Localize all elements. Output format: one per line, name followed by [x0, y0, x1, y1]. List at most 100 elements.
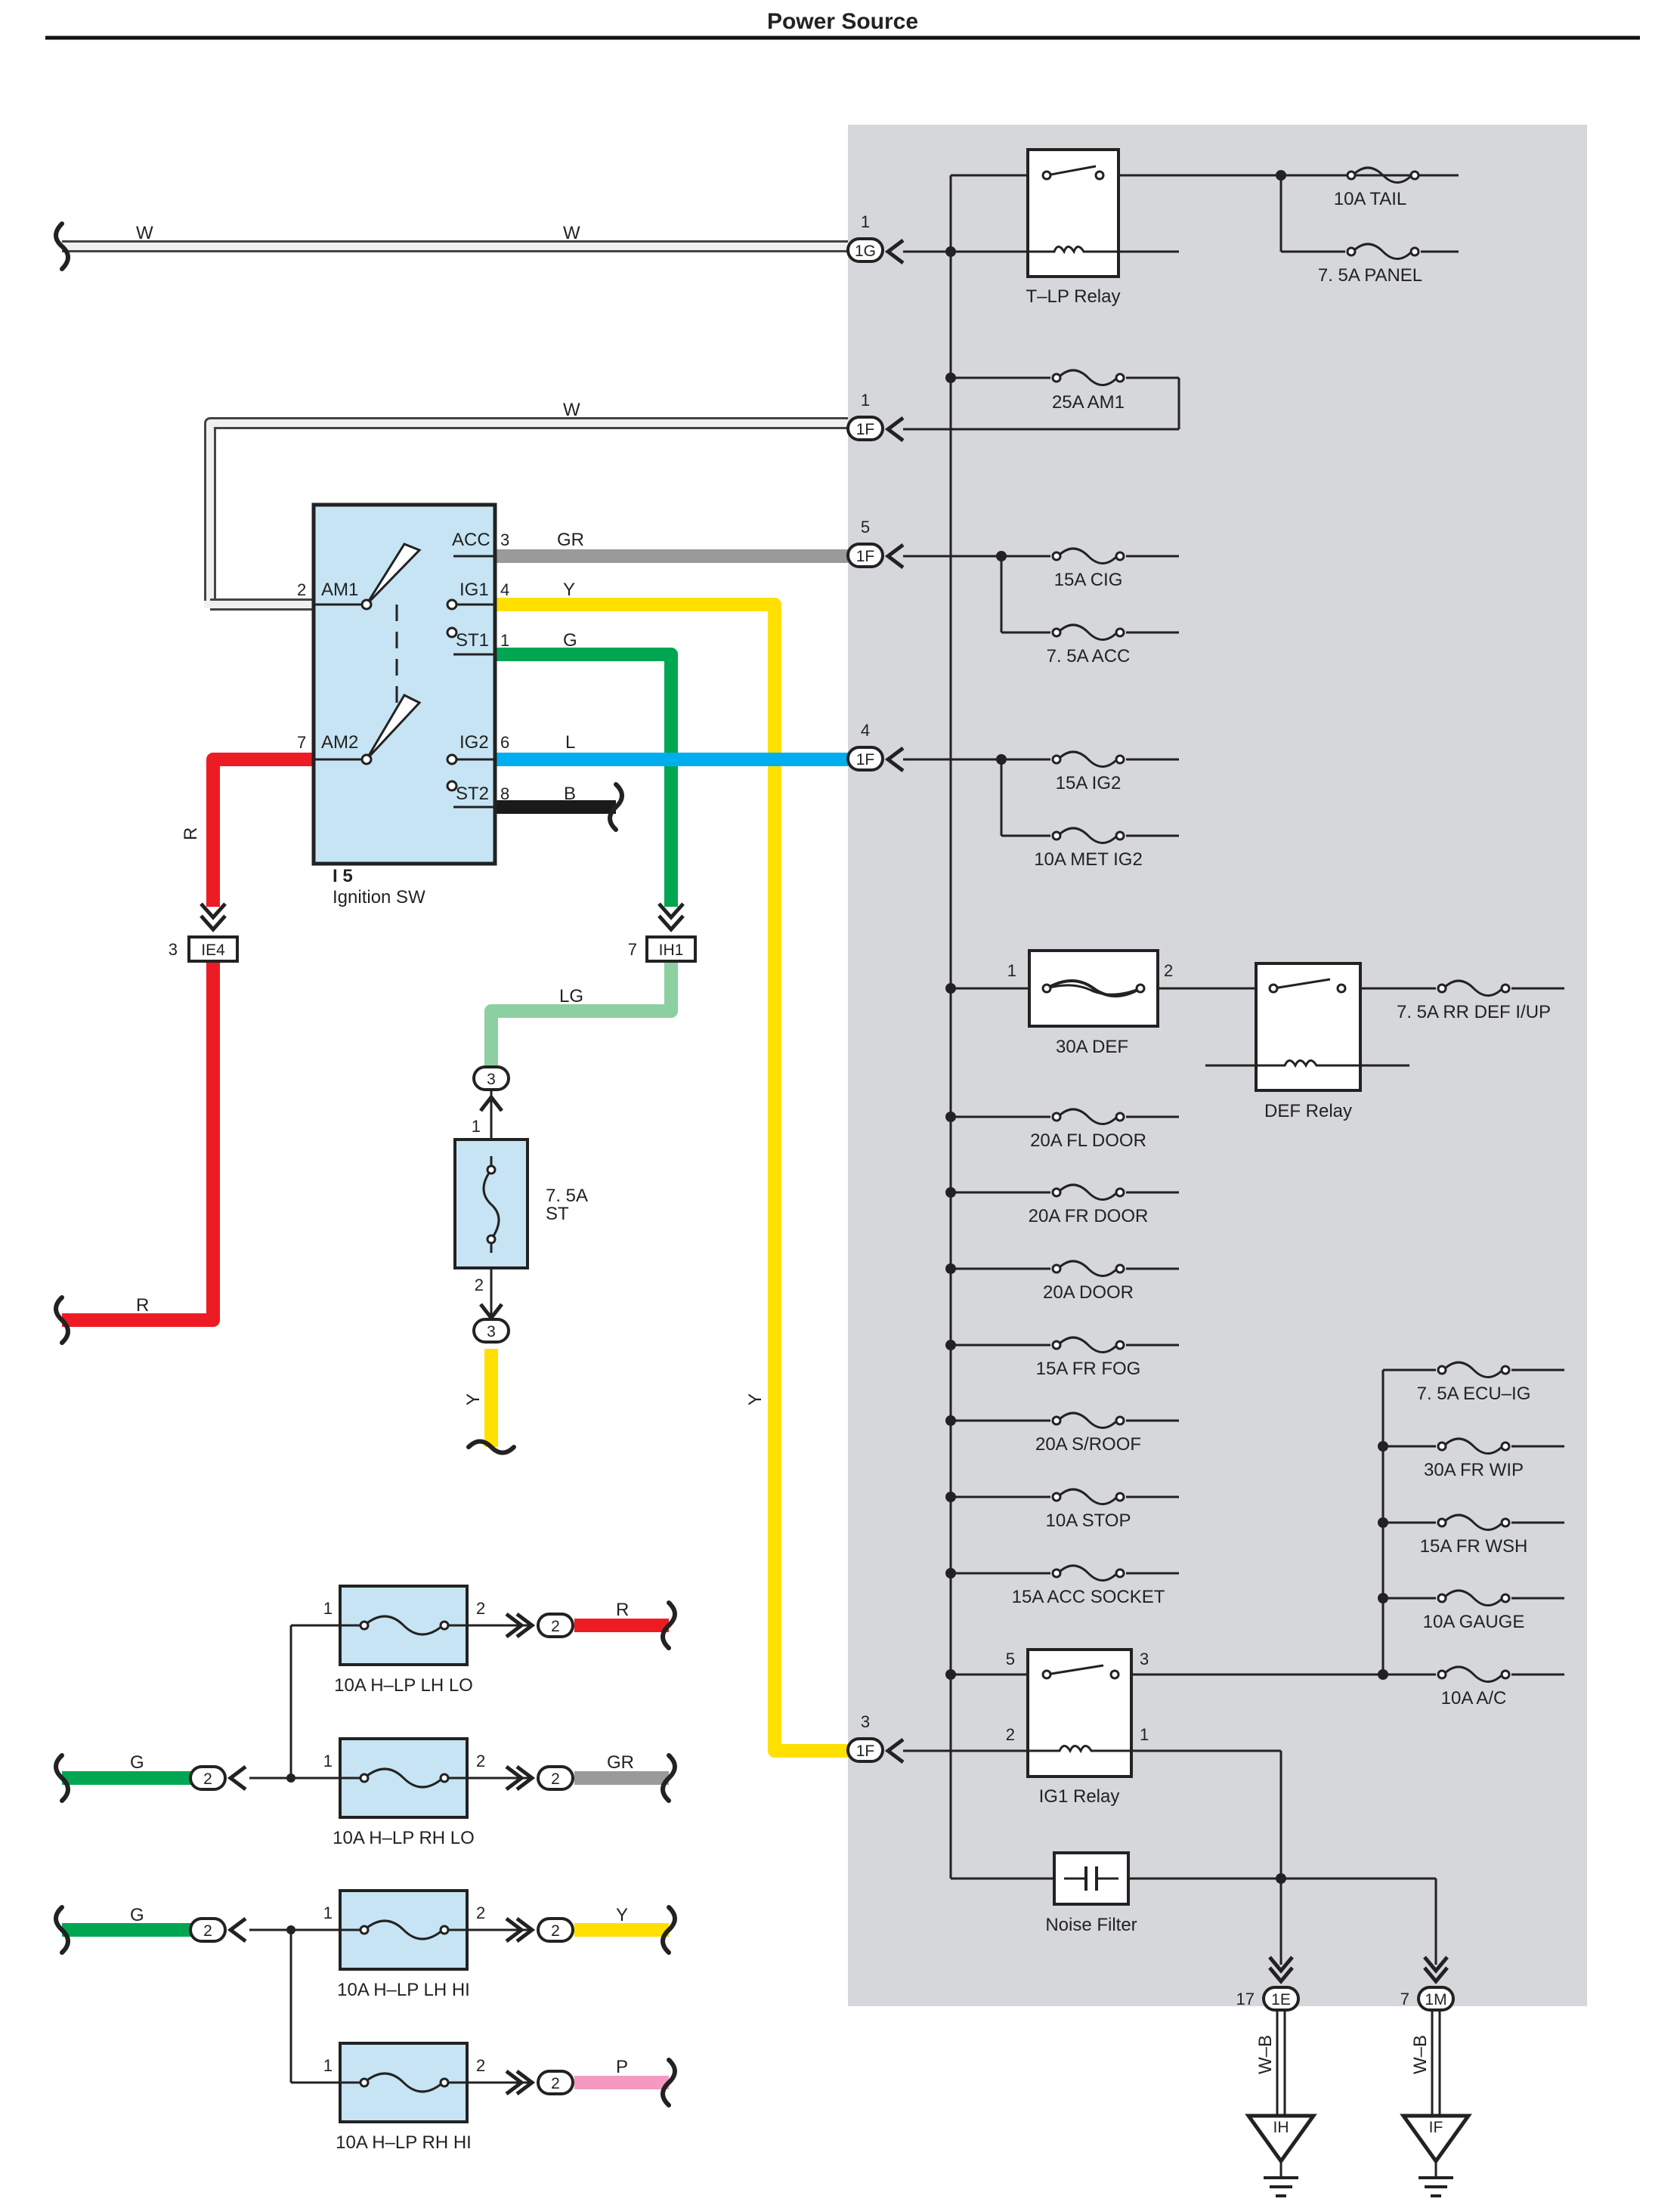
fuse-label: 10A GAUGE	[1423, 1612, 1525, 1632]
svg-text:3: 3	[861, 1712, 870, 1731]
fuse-icon	[1051, 827, 1125, 844]
wire-label-y: Y	[563, 580, 575, 600]
svg-text:IG1 Relay: IG1 Relay	[1039, 1786, 1120, 1807]
svg-text:T–LP Relay: T–LP Relay	[1026, 286, 1121, 307]
fuse-label: 15A FR WSH	[1420, 1536, 1528, 1557]
wire-label-lg: LG	[559, 986, 583, 1007]
ground-connector-1e: 1E 17	[1236, 1956, 1300, 2012]
svg-text:DEF Relay: DEF Relay	[1264, 1101, 1352, 1121]
pin-number: 3	[500, 530, 509, 549]
wire-label-g: G	[130, 1752, 144, 1773]
svg-text:IF: IF	[1429, 2119, 1443, 2136]
terminal-label: AM1	[321, 580, 358, 600]
pin-number: 2	[297, 580, 306, 599]
svg-text:2: 2	[551, 1618, 560, 1635]
fuse-icon	[1051, 369, 1125, 386]
fuse-label: 10A H–LP LH HI	[337, 1980, 470, 2000]
wire-label-y: Y	[745, 1393, 766, 1405]
svg-text:30A DEF: 30A DEF	[1056, 1037, 1128, 1057]
svg-text:2: 2	[203, 1922, 212, 1940]
fuse-icon	[1051, 623, 1125, 641]
connector-1f: 1F 1	[846, 391, 905, 442]
svg-text:2: 2	[475, 1276, 484, 1294]
wire-end-breaks	[54, 221, 677, 2107]
page-title: Power Source	[767, 9, 918, 34]
ground-if: IF	[1400, 2114, 1472, 2197]
svg-text:7: 7	[628, 940, 637, 959]
fuse-label: 10A TAIL	[1334, 189, 1407, 209]
panel-connectors: 1G 1 1F 1 1F 5 1F 4 1F 3	[846, 212, 905, 1764]
svg-text:1: 1	[472, 1117, 481, 1136]
wire-label-l: L	[565, 732, 575, 753]
svg-text:2: 2	[551, 1770, 560, 1788]
wire-label-y: Y	[616, 1905, 628, 1925]
fuse-icon	[1437, 1589, 1511, 1606]
pin-number: 2	[476, 1903, 485, 1922]
fuse-icon	[1051, 1488, 1125, 1505]
fuse-icon	[1051, 547, 1125, 564]
svg-text:3: 3	[487, 1323, 496, 1341]
headlamp-output-connectors: 2 2 2 2	[505, 1613, 574, 2095]
def-relay: DEF Relay	[1255, 962, 1362, 1121]
pin-number: 1	[323, 1752, 333, 1770]
noise-filter: Noise Filter	[1045, 1851, 1137, 1935]
fuse-label: 10A A/C	[1441, 1688, 1507, 1708]
fuse-label: 10A MET IG2	[1034, 849, 1143, 870]
connector-1g: 1G 1	[846, 212, 905, 264]
pin-number: 4	[500, 580, 509, 599]
connector-ih1: IH1 7	[628, 902, 697, 963]
svg-text:2: 2	[551, 2075, 560, 2092]
st-fuse: 3 1 7. 5A ST 2 3	[453, 1065, 588, 1344]
svg-text:2: 2	[1006, 1725, 1015, 1744]
ground-ih: IH	[1245, 2114, 1317, 2197]
fuse-label: 10A H–LP LH LO	[334, 1675, 473, 1696]
wire-label-b: B	[564, 784, 576, 804]
wire-label-w: W	[563, 223, 580, 243]
wire-label-w: W	[136, 223, 153, 243]
fuse-labels: 10A TAIL 7. 5A PANEL 25A AM1 15A CIG 7. …	[1012, 189, 1551, 1708]
svg-text:2: 2	[551, 1922, 560, 1940]
fuse-label: 15A ACC SOCKET	[1012, 1587, 1165, 1607]
ignition-switch: ACC IG1 ST1 IG2 ST2 AM1 AM2 3 4 1 6 8 2 …	[297, 502, 509, 908]
pin-number: 2	[476, 1599, 485, 1618]
pin-number: 2	[476, 1752, 485, 1770]
def-fuse: 1 2 30A DEF	[1007, 949, 1173, 1057]
svg-text:1F: 1F	[856, 1743, 875, 1760]
wire-label-r: R	[181, 827, 201, 840]
terminal-label: ACC	[452, 530, 490, 550]
svg-text:4: 4	[861, 721, 870, 740]
headlamp-input-connectors: 2 2	[189, 1765, 247, 1943]
fuse-label: 10A H–LP RH HI	[336, 2132, 472, 2153]
fuse-label: 15A FR FOG	[1036, 1359, 1141, 1379]
fuse-icon	[1051, 1108, 1125, 1125]
fuse-label: 30A FR WIP	[1424, 1460, 1524, 1480]
fuse-label: 7. 5A RR DEF I/UP	[1397, 1002, 1551, 1022]
svg-text:1: 1	[861, 391, 870, 410]
fuse-icon	[1346, 243, 1420, 260]
fuse-label: 7. 5A PANEL	[1318, 265, 1422, 286]
svg-text:1F: 1F	[856, 751, 875, 768]
fuse-icon	[1437, 979, 1511, 997]
svg-text:ST: ST	[546, 1204, 569, 1224]
fuse-label: 10A STOP	[1046, 1511, 1131, 1531]
terminal-label: IG1	[459, 580, 489, 600]
svg-text:1: 1	[861, 212, 870, 231]
wire-label-g: G	[563, 630, 577, 651]
wire-label-gr: GR	[607, 1752, 634, 1773]
svg-text:17: 17	[1236, 1990, 1255, 2008]
svg-text:1M: 1M	[1425, 1991, 1446, 2008]
fuse-icon	[1051, 1183, 1125, 1201]
fuse-icon	[1346, 166, 1420, 184]
junction-dots	[286, 170, 1388, 1934]
wire-labels: W W W GR Y G L B R LG R Y Y G G R GR Y P…	[130, 223, 1431, 2077]
fuse-icon	[1437, 1665, 1511, 1683]
svg-text:2: 2	[203, 1770, 212, 1788]
svg-text:1F: 1F	[856, 421, 875, 438]
colored-wires	[62, 240, 1441, 2116]
fuse-icon	[1051, 1564, 1125, 1582]
svg-text:2: 2	[1164, 961, 1173, 980]
